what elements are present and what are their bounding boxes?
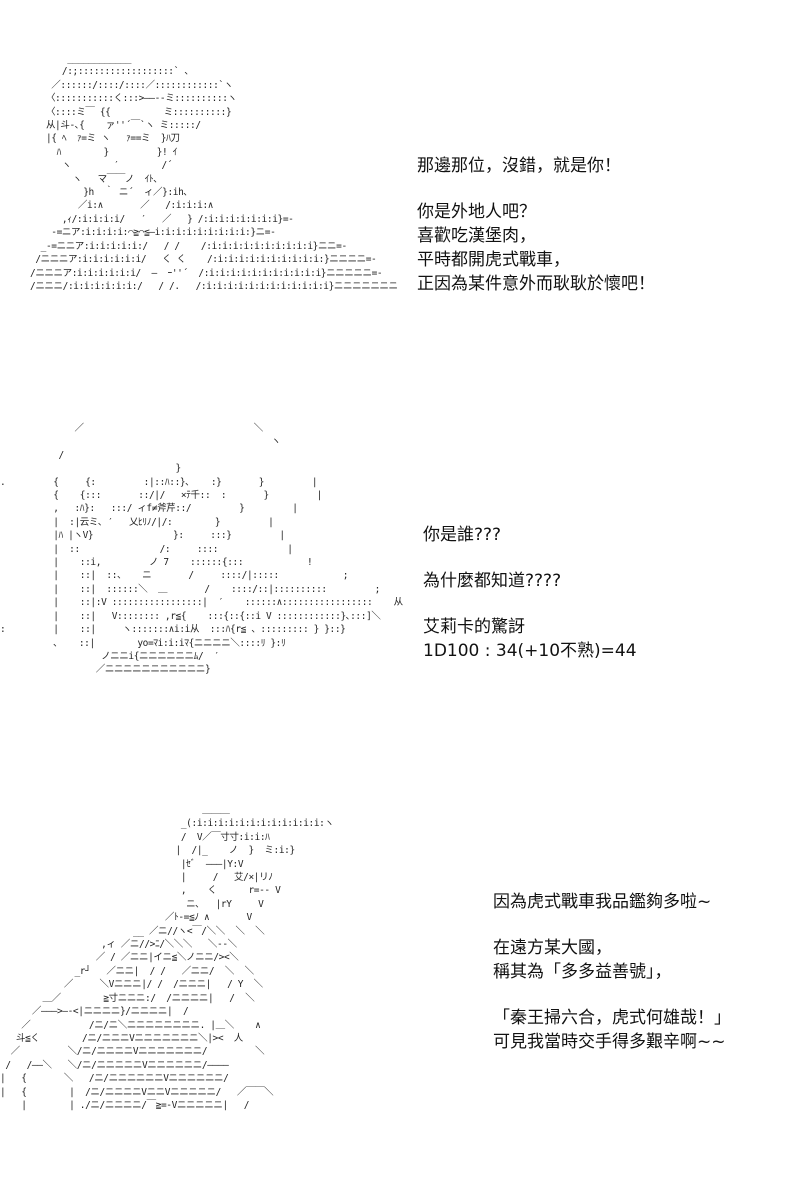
dialogue-line: 因為虎式戰車我品鑑夠多啦~ xyxy=(493,892,712,912)
dialogue-line: 你是誰??? xyxy=(423,525,502,545)
panel-3: ＿＿＿ _(:i:i:i:i:i:i:i:i:i:i:i:i:ヽ / V／￣寸寸… xyxy=(0,780,800,1200)
dialogue-line: 艾莉卡的驚訝 xyxy=(423,617,525,637)
panel-1: ____________ /:;::::::::::::::::::` 、 ／:… xyxy=(0,0,800,400)
dialogue-line: 那邊那位，沒錯，就是你！ xyxy=(417,156,621,176)
dialogue-line: 在遠方某大國， xyxy=(493,938,612,958)
dialogue-spacer xyxy=(493,914,731,936)
dialogue-spacer xyxy=(423,547,637,569)
ascii-art-character-2: ／ ＼ ヽ / } . { {: :|::ﾊ::}､ :} } | xyxy=(0,423,403,676)
dialogue-block-2: 你是誰??? 為什麼都知道???? 艾莉卡的驚訝 1D100 : 34(+10不… xyxy=(423,523,637,663)
dialogue-line: 稱其為「多多益善號」， xyxy=(493,962,672,982)
dialogue-line: 平時都開虎式戰車， xyxy=(417,250,570,270)
dialogue-block-3: 因為虎式戰車我品鑑夠多啦~ 在遠方某大國， 稱其為「多多益善號」， 「秦王掃六合… xyxy=(493,890,731,1054)
dialogue-block-1: 那邊那位，沒錯，就是你！ 你是外地人吧？ 喜歡吃漢堡肉， 平時都開虎式戰車， 正… xyxy=(417,154,655,296)
dialogue-line: 喜歡吃漢堡肉， xyxy=(417,226,536,246)
dialogue-line: 可見我當時交手得多艱辛啊~~ xyxy=(493,1032,726,1052)
ascii-art-character-1: ____________ /:;::::::::::::::::::` 、 ／:… xyxy=(30,53,398,292)
dialogue-spacer xyxy=(493,984,731,1006)
dice-roll-result: 1D100 : 34(+10不熟)=44 xyxy=(423,641,637,661)
ascii-art-character-3: ＿＿＿ _(:i:i:i:i:i:i:i:i:i:i:i:i:ヽ / V／￣寸寸… xyxy=(0,805,334,1111)
dialogue-spacer xyxy=(417,178,655,200)
dialogue-line: 為什麼都知道???? xyxy=(423,571,562,591)
dialogue-spacer xyxy=(423,593,637,615)
dialogue-line: 你是外地人吧？ xyxy=(417,202,536,222)
panel-2: ／ ＼ ヽ / } . { {: :|::ﾊ::}､ :} } | xyxy=(0,400,800,780)
dialogue-line: 「秦王掃六合，虎式何雄哉！」 xyxy=(493,1008,731,1028)
dialogue-line: 正因為某件意外而耿耿於懷吧！ xyxy=(417,274,655,294)
